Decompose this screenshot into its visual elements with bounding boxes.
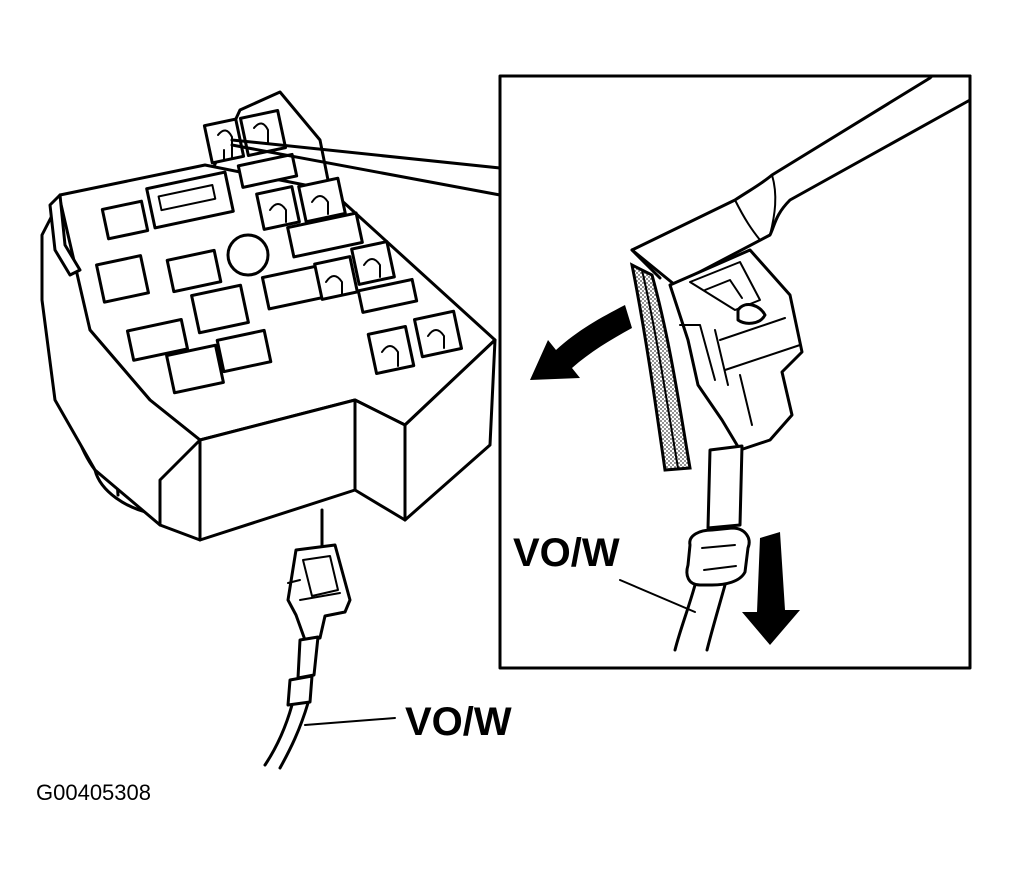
- wire-label-detail: VO/W: [513, 531, 620, 575]
- arrow-down-icon: [742, 532, 800, 645]
- callout-leader: [230, 138, 502, 197]
- leader-line-main: [304, 717, 396, 726]
- wire-connector-main: [263, 508, 352, 770]
- wire-detail: [673, 444, 751, 652]
- retaining-clip: [629, 262, 692, 472]
- socket-group-middle: [255, 176, 396, 301]
- socket-group-front: [366, 309, 464, 376]
- leader-line-detail: [619, 579, 696, 613]
- figure-code: G00405308: [36, 780, 151, 805]
- connector-detail: [668, 248, 804, 452]
- relay-box: [40, 90, 497, 542]
- detail-inset: [498, 74, 972, 670]
- wire-label-main: VO/W: [405, 700, 512, 744]
- arrow-left-icon: [530, 305, 632, 380]
